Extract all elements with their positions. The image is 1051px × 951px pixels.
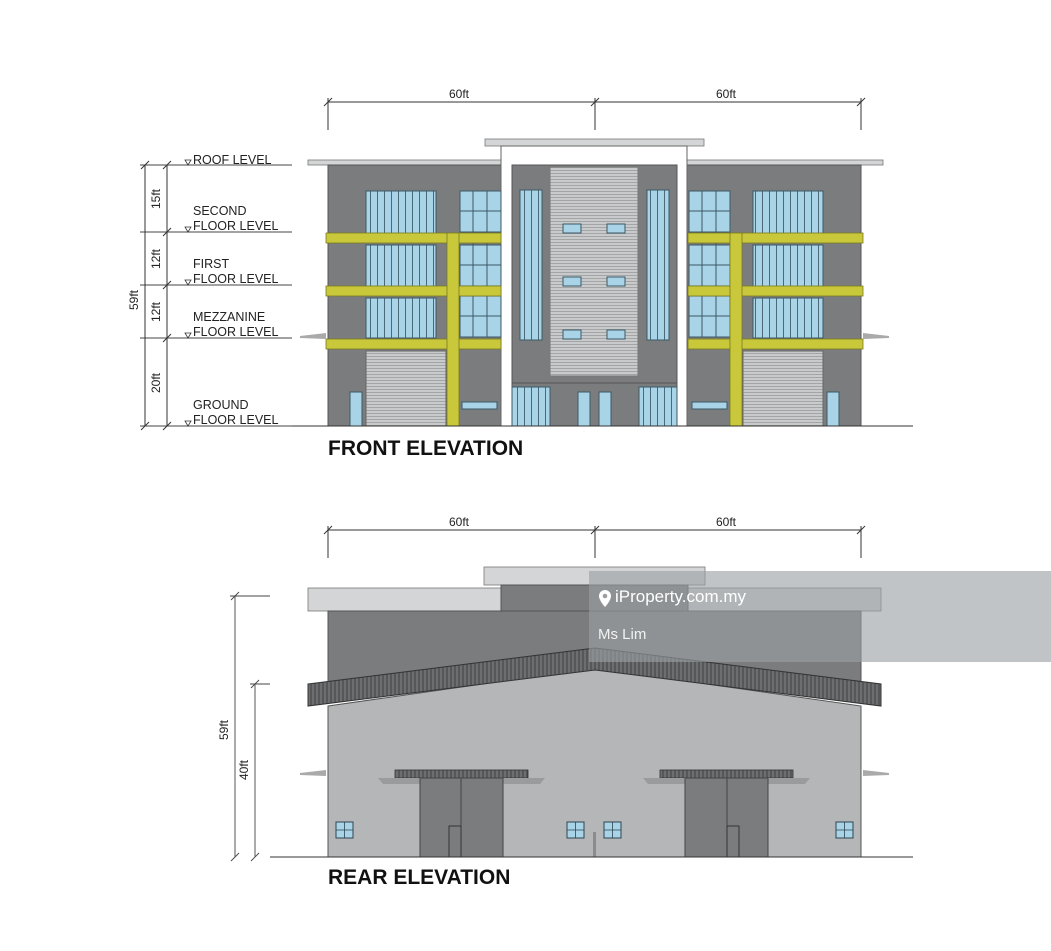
level-first-label-1: FIRST [193,257,229,271]
level-mezzanine-label-2: FLOOR LEVEL [193,325,278,339]
front-level-lines [140,164,292,427]
rear-loading-bay-left [378,769,545,858]
watermark-brand: iProperty.com.my [615,587,746,606]
front-center-window-right [646,189,670,341]
front-height-dimension [140,160,172,431]
front-width-left-label: 60ft [449,87,470,101]
rear-bracket-right [863,770,889,776]
front-level-markers [184,159,192,427]
rear-window-grid [336,822,853,838]
front-door-1 [577,391,591,427]
rear-downpipe [593,832,596,857]
front-segment-label-1: 15ft [149,188,163,209]
rear-loading-bay-right [643,769,810,858]
rear-elevation-title: REAR ELEVATION [328,866,510,889]
front-left-wing [300,190,502,427]
location-pin-icon [599,590,611,607]
level-roof-label: ROOF LEVEL [193,153,272,167]
front-segment-label-4: 20ft [149,372,163,393]
level-ground-label-2: FLOOR LEVEL [193,413,278,427]
watermark-overlay: iProperty.com.my Ms Lim [589,571,1051,662]
front-center-vents [562,223,626,340]
rear-width-left-label: 60ft [449,515,470,529]
front-width-right-label: 60ft [716,87,737,101]
front-entrance-left [511,386,551,427]
front-center-window-left [519,189,543,341]
level-mezzanine-label-1: MEZZANINE [193,310,265,324]
rear-total-height-label: 59ft [217,719,231,740]
rear-width-dimension [323,525,866,558]
level-second-label-2: FLOOR LEVEL [193,219,278,233]
front-center-cladding [549,166,639,377]
rear-height-dimension [230,591,270,862]
front-total-height-label: 59ft [127,289,141,310]
watermark-band [589,571,1051,662]
front-entrance-right [638,386,678,427]
front-segment-label-3: 12ft [149,301,163,322]
watermark-agent: Ms Lim [598,626,646,643]
rear-bracket-left [300,770,326,776]
level-first-label-2: FLOOR LEVEL [193,272,278,286]
rear-partial-height-label: 40ft [237,759,251,780]
front-width-dimension [323,97,866,130]
front-elevation-title: FRONT ELEVATION [328,437,523,460]
front-segment-label-2: 12ft [149,248,163,269]
front-door-2 [598,391,612,427]
rear-width-right-label: 60ft [716,515,737,529]
level-ground-label-1: GROUND [193,398,249,412]
front-elevation: 60ft 60ft [127,87,913,460]
front-center-roof [484,138,705,147]
front-right-wing [687,190,889,427]
level-second-label-1: SECOND [193,204,246,218]
rear-lower-wall [327,667,862,858]
